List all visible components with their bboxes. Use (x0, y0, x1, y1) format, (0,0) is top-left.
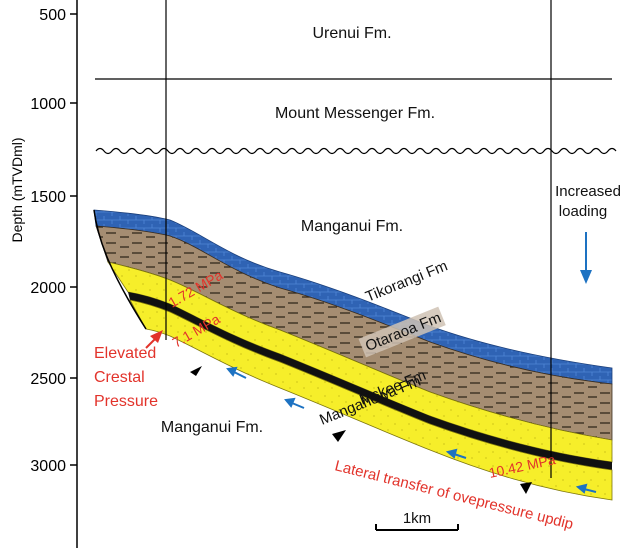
mount-messenger-label: Mount Messenger Fm. (275, 105, 435, 122)
flow-arrow-2 (284, 397, 305, 409)
elevated-line-1: Elevated (94, 345, 156, 362)
flow-arrow-3-head (445, 448, 458, 459)
manganui-lower-label: Manganui Fm. (161, 419, 263, 436)
unconformity-line (95, 147, 617, 155)
flow-arrow-3-shaft (453, 453, 467, 459)
flow-arrow-2-head (284, 397, 296, 408)
mckee-layer (107, 261, 613, 463)
depth-axis-label: Depth (mTVDml) (9, 137, 25, 242)
tick-label-1000: 1000 (30, 96, 66, 113)
elevated-line-2: Crestal (94, 369, 145, 386)
tick-label-1500: 1500 (30, 189, 66, 206)
loading-arrow-head (580, 270, 592, 284)
depth-axis-ticks (70, 13, 77, 466)
loading-line-2: loading (559, 203, 607, 220)
flow-arrow-4-head (575, 483, 588, 494)
flow-arrow-3 (445, 448, 467, 459)
urenui-label: Urenui Fm. (312, 25, 391, 42)
tick-label-2000: 2000 (30, 280, 66, 297)
tick-label-2500: 2500 (30, 371, 66, 388)
flow-arrow-4 (575, 483, 597, 494)
otaraoa-label-bg (358, 306, 446, 358)
flow-arrow-4-shaft (583, 488, 597, 493)
elevated-line-3: Pressure (94, 393, 158, 410)
flow-arrow-1-head (226, 366, 238, 377)
loading-arrow (580, 232, 592, 284)
elevated-arrow-head (150, 330, 163, 343)
flank-boundary (93, 209, 147, 330)
tick-label-3000: 3000 (30, 458, 66, 475)
loading-line-1: Increased (555, 183, 621, 200)
scale-bar-label: 1km (403, 510, 431, 527)
mangahewa-layer (129, 299, 613, 501)
fault-marker-1 (190, 366, 202, 376)
flow-arrow-2-shaft (291, 402, 305, 409)
flow-arrow-1-shaft (233, 371, 247, 379)
fault-marker-3 (520, 482, 532, 494)
seal-seam-layer (128, 292, 612, 470)
flow-arrow-1 (226, 366, 247, 379)
tikorangi-label: Tikorangi Fm (363, 257, 450, 305)
fault-marker-2 (332, 430, 346, 442)
scale-bar (375, 524, 459, 531)
tick-label-500: 500 (39, 7, 66, 24)
elevated-pressure-arrow (145, 330, 163, 349)
manganui-upper-label: Manganui Fm. (301, 218, 403, 235)
